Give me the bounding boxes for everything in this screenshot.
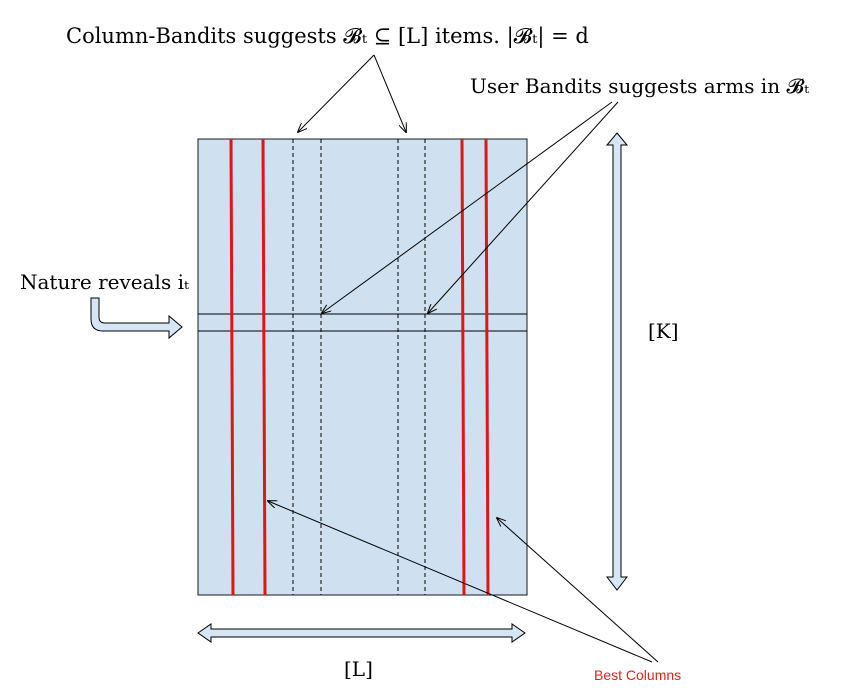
- best-columns-label: Best Columns: [594, 667, 681, 683]
- matrix: [197, 138, 528, 596]
- user-bandits-arrow-left: [322, 101, 613, 313]
- k-axis-double-arrow-icon: [605, 132, 629, 591]
- best-column-line: [229, 138, 235, 596]
- best-column-line: [484, 138, 490, 596]
- column-bandits-label: Column-Bandits suggests 𝓑ₜ ⊆ [L] items. …: [66, 24, 589, 49]
- l-axis-double-arrow-icon: [197, 623, 526, 643]
- best-column-line: [261, 138, 267, 596]
- nature-reveals-arrow-icon: [90, 297, 183, 340]
- l-axis-label: [L]: [344, 657, 373, 681]
- column-bandits-arrow-left: [298, 54, 375, 132]
- column-bandits-arrow-right: [373, 54, 406, 132]
- user-bandits-label: User Bandits suggests arms in 𝓑ₜ: [470, 74, 809, 98]
- best-column-line: [460, 138, 466, 596]
- nature-reveals-label: Nature reveals iₜ: [20, 270, 189, 294]
- best-columns-arrow-left: [268, 501, 653, 663]
- k-axis-label: [K]: [648, 319, 679, 343]
- user-bandits-arrow-right: [428, 101, 619, 313]
- best-columns-arrow-right: [497, 518, 659, 663]
